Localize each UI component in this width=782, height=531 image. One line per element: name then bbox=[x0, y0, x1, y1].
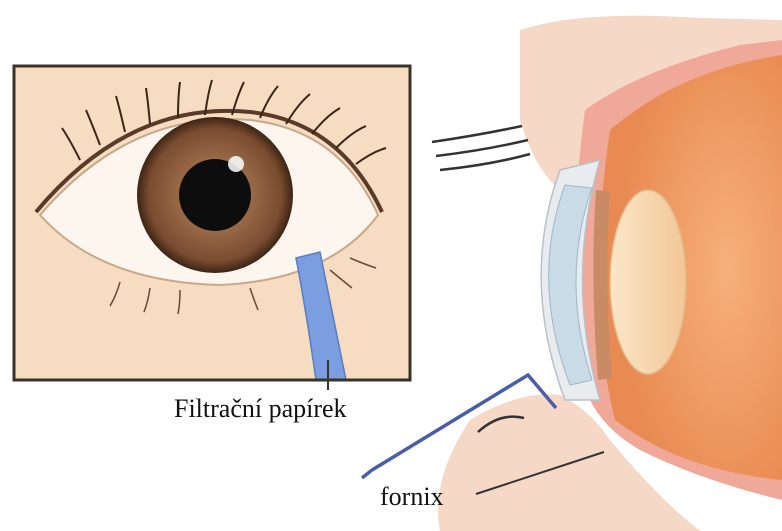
filter-paper-label: Filtrační papírek bbox=[174, 394, 347, 424]
eyelash-line-1 bbox=[432, 126, 522, 142]
fornix-label: fornix bbox=[380, 482, 444, 512]
eye-cross-section bbox=[432, 16, 782, 531]
eye-closeup-inset bbox=[14, 66, 410, 380]
eyelash-line-3 bbox=[440, 154, 530, 170]
closeup-highlight bbox=[228, 156, 244, 172]
lens bbox=[610, 190, 686, 374]
eyelash-line-2 bbox=[436, 140, 528, 156]
